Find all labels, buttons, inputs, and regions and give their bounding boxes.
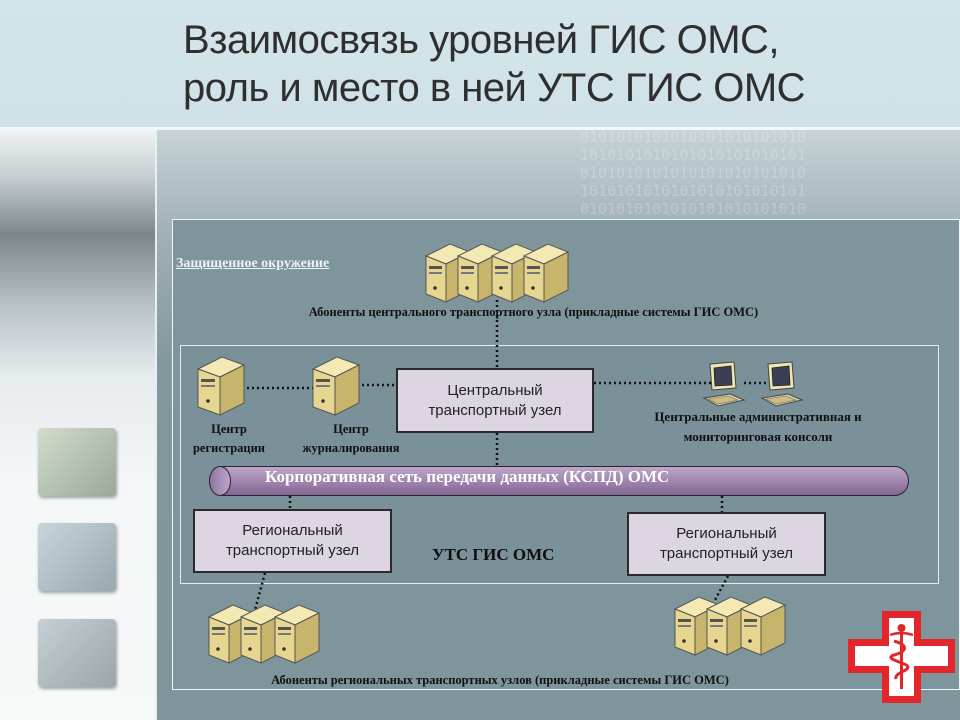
title-bar: Взаимосвязь уровней ГИС ОМС, роль и мест… <box>0 0 960 130</box>
computer-workstation-icon <box>760 361 804 407</box>
slide-title-line-1: Взаимосвязь уровней ГИС ОМС, <box>183 18 780 62</box>
server-icon <box>674 596 786 656</box>
logging-center-label: Центр журналирования <box>302 422 400 455</box>
utc-system-label: УТС ГИС ОМС <box>432 545 555 564</box>
decorative-square <box>38 428 116 496</box>
central-transport-node: Центральный транспортный узел <box>396 368 594 433</box>
central-subscribers-label: Абоненты центрального транспортного узла… <box>308 305 759 319</box>
network-pipe-label: Корпоративная сеть передачи данных (КСПД… <box>265 467 670 486</box>
server-icon <box>424 243 569 303</box>
regional-transport-node-right: Региональный транспортный узел <box>627 512 826 576</box>
binary-watermark: 0101010101010101010101010 10101010101010… <box>580 128 806 236</box>
red-cross-caduceus-logo <box>848 611 955 703</box>
registration-center-label: Центр регистрации <box>192 422 266 455</box>
link-regional-left-to-servers <box>253 572 267 611</box>
pipe-end-cap <box>209 466 231 496</box>
corporate-network-pipe <box>209 466 909 496</box>
server-icon <box>207 604 320 664</box>
regional-subscribers-label: Абоненты региональных транспортных узлов… <box>271 673 729 687</box>
slide-title-line-2: роль и место в ней УТС ГИС ОМС <box>183 66 806 110</box>
decorative-square <box>38 619 116 687</box>
server-icon <box>196 356 246 416</box>
computer-workstation-icon <box>702 361 746 407</box>
admin-consoles-label: Центральные административная и мониторин… <box>654 409 862 444</box>
decorative-square <box>38 523 116 591</box>
server-icon <box>311 356 361 416</box>
regional-transport-node-left: Региональный транспортный узел <box>193 509 392 573</box>
protected-environment-label: Защищенное окружение <box>176 256 330 271</box>
